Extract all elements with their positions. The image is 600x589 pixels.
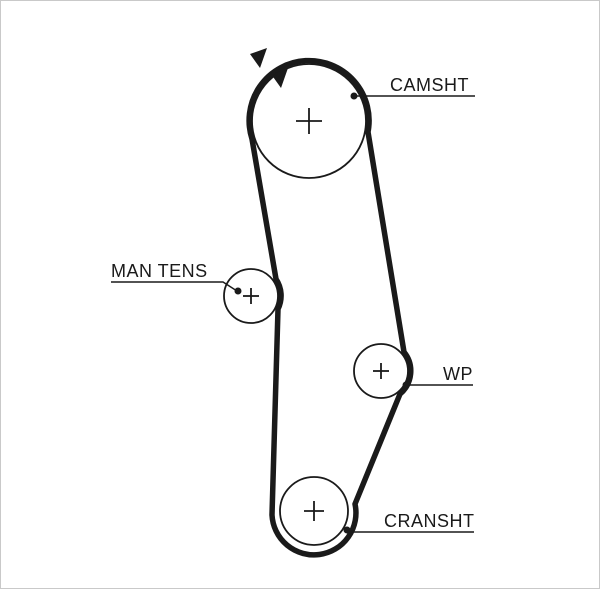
camshaft-plus-icon	[296, 108, 322, 134]
camshaft-callout: CAMSHT	[350, 75, 475, 100]
tensioner-callout: MAN TENS	[111, 261, 242, 295]
tensioner-leader-line	[111, 281, 238, 292]
camshaft-label: CAMSHT	[390, 75, 469, 95]
tensioner-label: MAN TENS	[111, 261, 208, 281]
water-pump-pulley	[353, 343, 409, 399]
direction-arrow-icon	[250, 48, 267, 68]
camshaft-pulley	[251, 63, 367, 179]
water-pump-plus-icon	[373, 363, 389, 379]
water-pump-label: WP	[443, 364, 473, 384]
tensioner-pulley	[223, 268, 279, 324]
direction-arrow-icon	[271, 68, 288, 88]
tensioner-plus-icon	[243, 288, 259, 304]
timing-belt-path	[246, 57, 414, 558]
tensioner-leader-dot	[234, 287, 242, 295]
crankshaft-callout: CRANSHT	[343, 511, 475, 534]
water-pump-callout: WP	[402, 364, 473, 389]
crankshaft-label: CRANSHT	[384, 511, 475, 531]
crankshaft-plus-icon	[304, 501, 324, 521]
crankshaft-pulley	[279, 476, 349, 546]
